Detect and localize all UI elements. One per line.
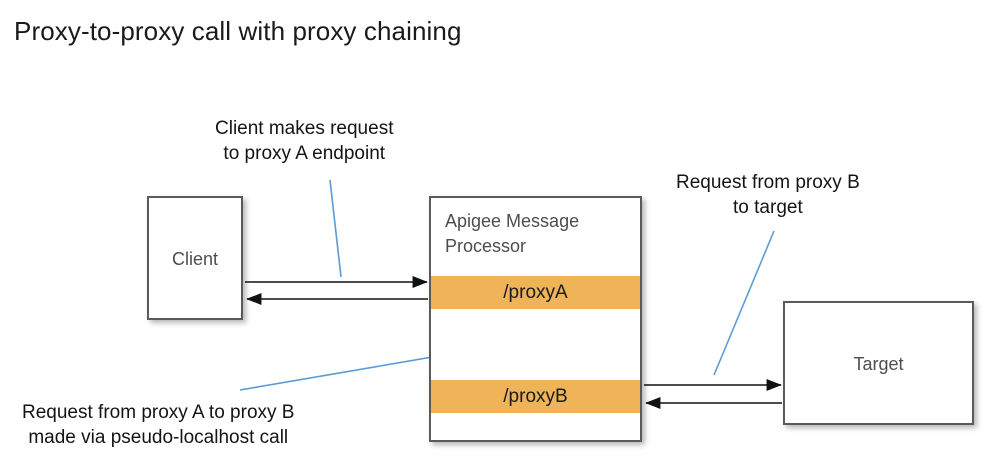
annotation-proxy-b-to-target-line-1: Request from proxy B xyxy=(676,172,860,193)
node-message-processor-title: Apigee Message Processor xyxy=(445,209,630,259)
proxy-bar-proxya[interactable]: /proxyA xyxy=(431,276,640,309)
node-client[interactable]: Client xyxy=(147,196,243,320)
annotation-proxy-a-to-proxy-b: Request from proxy A to proxy B made via… xyxy=(22,400,294,450)
annotation-proxy-a-to-proxy-b-line-1: Request from proxy A to proxy B xyxy=(22,402,295,423)
annotation-client-request-line-2: to proxy A endpoint xyxy=(223,143,386,164)
proxy-bar-proxyb[interactable]: /proxyB xyxy=(431,380,640,413)
leader-line-client-request xyxy=(329,179,342,278)
page-title: Proxy-to-proxy call with proxy chaining xyxy=(14,16,462,46)
node-target-label: Target xyxy=(853,354,904,374)
node-client-label: Client xyxy=(171,249,219,269)
annotation-client-request-line-1: Client makes request xyxy=(215,118,394,139)
node-message-processor[interactable]: Apigee Message Processor /proxyA /proxyB xyxy=(429,196,642,442)
node-target[interactable]: Target xyxy=(783,301,974,425)
annotation-proxy-a-to-proxy-b-line-2: made via pseudo-localhost call xyxy=(28,427,289,448)
proxy-bar-proxya-label: /proxyA xyxy=(503,281,568,303)
mp-title-line-1: Apigee Message xyxy=(445,211,580,231)
mp-title-line-2: Processor xyxy=(445,236,527,256)
annotation-client-request: Client makes request to proxy A endpoint xyxy=(215,116,393,166)
annotation-proxy-b-to-target: Request from proxy B to target xyxy=(676,170,860,220)
proxy-bar-proxyb-label: /proxyB xyxy=(503,385,568,407)
annotation-proxy-b-to-target-line-2: to target xyxy=(733,197,803,218)
leader-line-proxy-b-to-target xyxy=(713,230,775,376)
